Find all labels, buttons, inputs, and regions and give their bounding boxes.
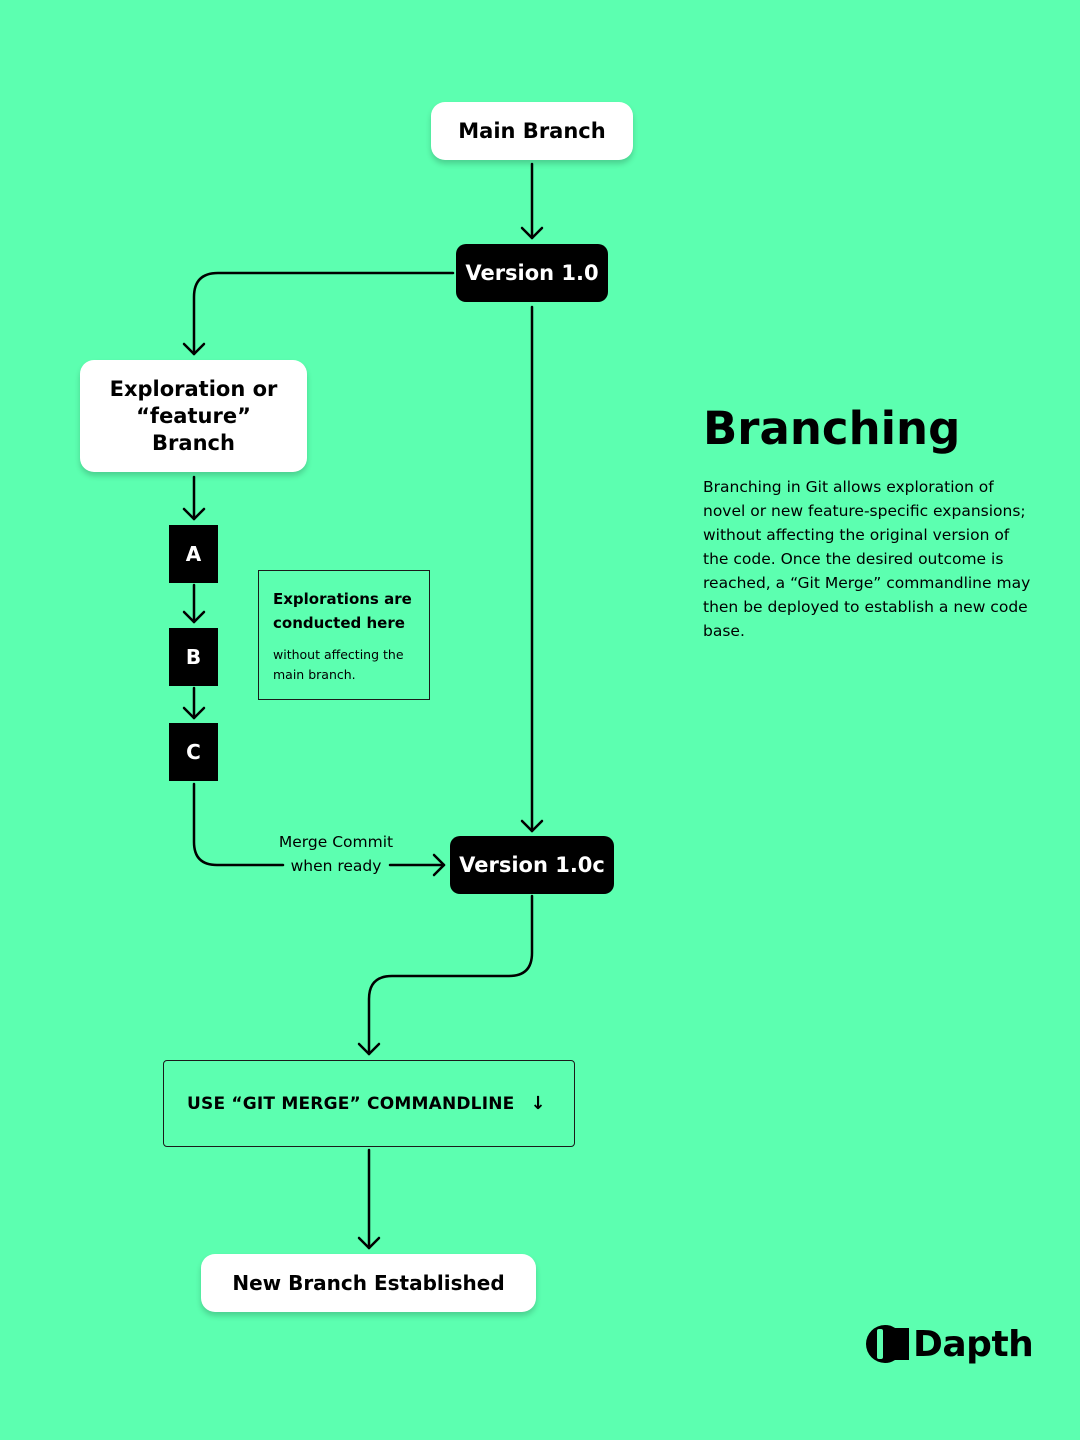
main-branch-label: Main Branch — [458, 119, 606, 143]
edge-version-1-0c-to-command — [357, 894, 534, 1056]
commit-b-node: B — [169, 628, 218, 686]
edge-b-to-c — [182, 686, 206, 720]
edge-c-to-merge-label — [192, 782, 285, 867]
dapth-logo-icon — [866, 1325, 909, 1363]
commit-a-label: A — [185, 542, 202, 566]
version-1-0c-label: Version 1.0c — [459, 853, 605, 877]
new-branch-label: New Branch Established — [232, 1271, 505, 1295]
feature-branch-label: Exploration or “feature” Branch — [109, 376, 278, 455]
edge-main-to-version-1-0 — [520, 162, 544, 240]
commit-b-label: B — [185, 645, 202, 669]
edge-command-to-new-branch — [357, 1148, 381, 1250]
note-body: without affecting the main branch. — [273, 647, 404, 682]
version-1-0c-node: Version 1.0c — [450, 836, 614, 894]
edge-version-1-0-to-version-1-0c — [520, 305, 544, 833]
brand-logo: Dapth — [863, 1320, 1034, 1368]
feature-branch-node: Exploration or “feature” Branch — [80, 360, 307, 472]
main-branch-node: Main Branch — [431, 102, 633, 160]
git-merge-command-box: USE “GIT MERGE” COMMANDLINE ↓ — [163, 1060, 575, 1147]
edge-version-1-0-to-feature-branch — [182, 271, 455, 356]
info-heading: Branching — [703, 402, 961, 455]
edge-merge-label-to-version-1-0c — [388, 853, 446, 877]
new-branch-node: New Branch Established — [201, 1254, 536, 1312]
edge-a-to-b — [182, 583, 206, 624]
commit-c-label: C — [186, 740, 201, 764]
version-1-0-label: Version 1.0 — [465, 261, 599, 285]
arrow-down-icon: ↓ — [530, 1093, 546, 1114]
brand-name: Dapth — [913, 1323, 1034, 1365]
edge-feature-branch-to-a — [182, 475, 206, 521]
info-description: Branching in Git allows exploration of n… — [703, 478, 1031, 640]
version-1-0-node: Version 1.0 — [456, 244, 608, 302]
merge-commit-label: Merge Commit when ready — [278, 833, 394, 875]
exploration-note: Explorations are conducted here without … — [258, 570, 430, 700]
commit-c-node: C — [169, 723, 218, 781]
note-title: Explorations are conducted here — [273, 590, 412, 632]
git-merge-command-label: USE “GIT MERGE” COMMANDLINE — [187, 1093, 515, 1114]
commit-a-node: A — [169, 525, 218, 583]
